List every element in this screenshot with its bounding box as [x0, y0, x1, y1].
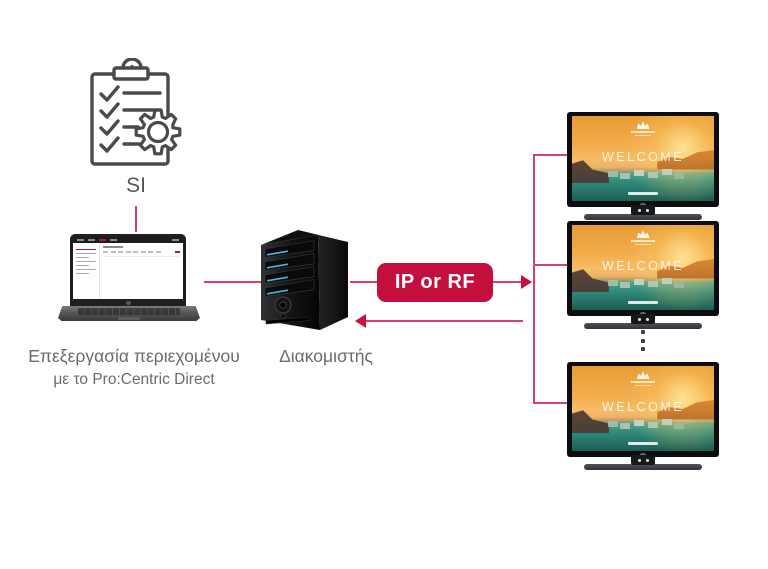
tv-stand [567, 205, 719, 224]
resort-buildings-graphic [634, 170, 645, 177]
tv-3: WELCOME [567, 362, 719, 474]
tv-lg-logo [640, 203, 646, 207]
laptop-caption-line1: Επεξεργασία περιεχομένου [28, 346, 240, 366]
laptop-base [58, 306, 200, 321]
laptop-caption: Επεξεργασία περιεχομένου με το Pro:Centr… [8, 346, 260, 389]
connector-server-badge [350, 281, 377, 283]
tv-welcome-screen: WELCOME [572, 366, 714, 451]
stub-tv-3 [533, 402, 568, 404]
editor-sidebar [73, 243, 100, 299]
resort-buildings-graphic [634, 279, 645, 286]
si-label: SI [126, 174, 146, 197]
editor-menubar [73, 237, 183, 243]
tv-bezel: WELCOME [567, 112, 719, 207]
welcome-text: WELCOME [601, 150, 685, 164]
ellipsis-icon [641, 330, 645, 351]
arrow-left-icon [355, 314, 366, 328]
connector-badge-screens [493, 281, 523, 283]
connector-laptop-server [204, 281, 262, 283]
ip-rf-badge: IP or RF [377, 263, 493, 302]
tv-bezel: WELCOME [567, 221, 719, 316]
welcome-text: WELCOME [601, 400, 685, 414]
tv-1: WELCOME [567, 112, 719, 224]
clipboard-gear-icon [90, 58, 182, 166]
laptop-caption-line2: με το Pro:Centric Direct [53, 371, 215, 388]
tv-2: WELCOME [567, 221, 719, 333]
tv-stand [567, 455, 719, 474]
tv-welcome-screen: WELCOME [572, 225, 714, 310]
stub-tv-1 [533, 154, 568, 156]
editor-workspace [100, 243, 183, 299]
tv-stand [567, 314, 719, 333]
laptop-keyboard [77, 308, 181, 315]
laptop-trackpad [117, 316, 141, 320]
laptop-lg-logo [125, 301, 131, 305]
screen-footer-text [628, 300, 658, 305]
hotel-crest-icon [572, 121, 714, 137]
tv-bezel: WELCOME [567, 362, 719, 457]
screen-footer-text [628, 191, 658, 196]
resort-buildings-graphic [634, 420, 645, 427]
server-caption: Διακομιστής [279, 346, 373, 366]
tv-lg-logo [640, 312, 646, 316]
connector-si-laptop [135, 206, 137, 232]
stub-tv-2 [533, 264, 568, 266]
arrow-right-icon [521, 275, 532, 289]
tv-lg-logo [640, 453, 646, 457]
screen-footer-text [628, 441, 658, 446]
tv-welcome-screen: WELCOME [572, 116, 714, 201]
hotel-crest-icon [572, 371, 714, 387]
server-tower-icon [261, 230, 348, 330]
distribution-line [533, 154, 535, 404]
laptop-icon [70, 234, 186, 306]
connector-return [366, 320, 523, 322]
welcome-text: WELCOME [601, 259, 685, 273]
laptop-editor-ui [73, 237, 183, 299]
hotel-crest-icon [572, 230, 714, 246]
